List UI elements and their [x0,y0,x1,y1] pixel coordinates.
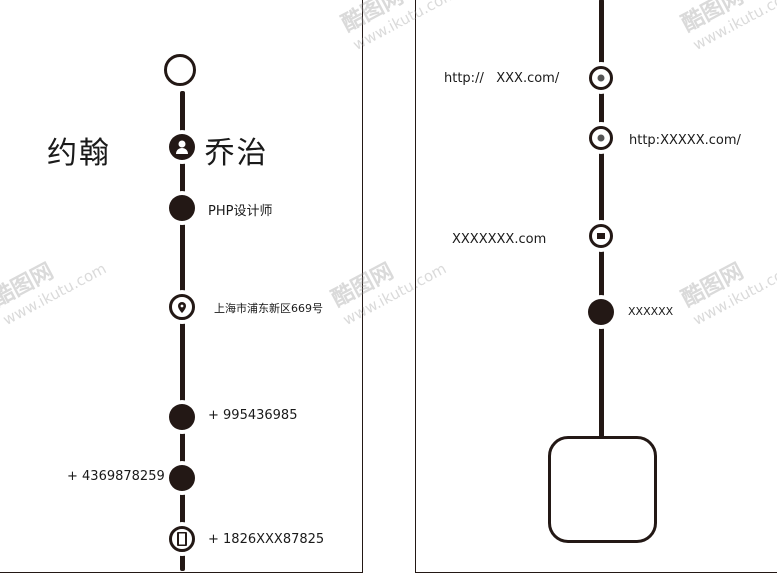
title-dot [169,195,195,221]
other-dot [588,299,614,325]
timeline-line [180,91,185,571]
website-url-2: http:XXXXX.com/ [629,133,741,148]
email: XXXXXXX.com [452,232,547,247]
email-icon [589,224,613,248]
website-url-1: http:// XXX.com/ [444,71,560,86]
globe-icon [589,66,613,90]
phone-1: + 995436985 [208,408,298,423]
person-name: 约翰 乔治 [47,136,269,171]
card-front: 约翰 乔治 PHP设计师 上海市浦东新区669号 + 995436985 + 4… [0,0,363,573]
other-contact: XXXXXX [628,305,674,318]
phone-dot-1 [169,404,195,430]
card-back: http:// XXX.com/ http:XXXXX.com/ XXXXXXX… [415,0,777,573]
phone-3: + 1826XXX87825 [208,532,325,547]
timeline-line [599,0,604,439]
phone-dot-2 [169,465,195,491]
mobile-phone-icon [169,526,195,552]
phone-2: + 4369878259 [67,469,165,484]
location-pin-icon [169,294,195,320]
job-title: PHP设计师 [208,204,273,219]
person-icon [169,134,195,160]
globe-icon-2 [589,126,613,150]
badge-frame [548,436,657,543]
top-circle [164,54,196,86]
address: 上海市浦东新区669号 [214,302,323,315]
